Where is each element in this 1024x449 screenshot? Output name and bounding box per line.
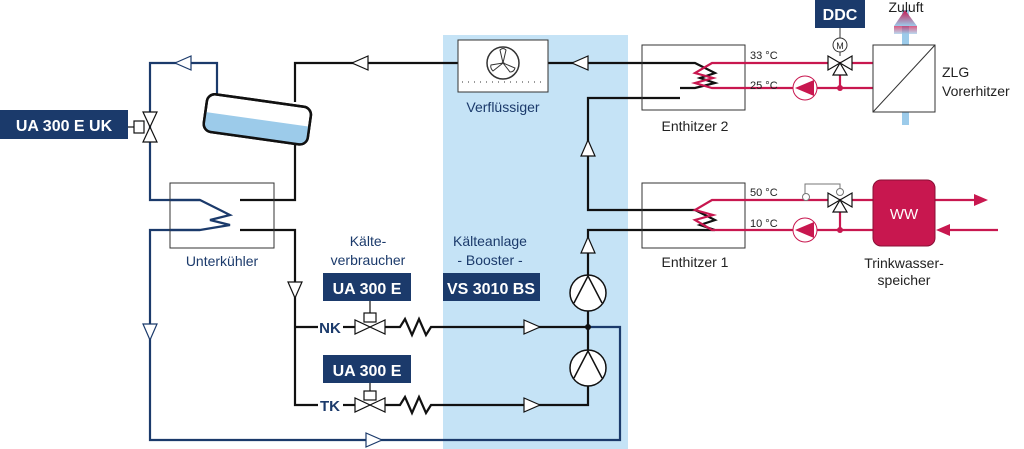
pump-icon [792,75,818,243]
ua-tk-box [323,355,411,383]
vs-label: VS 3010 BS [447,281,535,298]
preheater-diagonal [872,44,936,113]
water-lines [690,61,998,232]
ua-tk-label: UA 300 E [333,363,402,380]
outlet-arrow [974,194,988,206]
solenoid-valve-nk [354,301,386,335]
zlg-label-2: Vorerhitzer [942,83,1010,99]
receiver-tank [202,93,313,146]
consumer-label-1: Kälte- [350,233,387,249]
subcooler-navy-path [170,198,234,232]
temp-10: 10 °C [750,218,778,230]
ua-uk-label: UA 300 E UK [16,118,113,135]
ua-nk-box [323,273,411,301]
tank-label-2: speicher [878,272,931,288]
zlg-label-1: ZLG [942,64,969,80]
tk-label: TK [320,398,340,415]
vs-box [443,273,540,301]
air-flow-arrow [894,10,917,26]
plant-label-2: - Booster - [457,252,523,268]
air-arrow-base [894,26,917,34]
desuperheater-2-label: Enthitzer 2 [662,118,729,134]
desuperheater-1-box [641,182,746,249]
ddc-label: DDC [823,7,858,24]
three-way-valve-icon [827,54,853,213]
desuperheater-2-box [641,44,746,111]
junction-dot [837,227,843,233]
temp-25: 25 °C [750,80,778,92]
temp-33: 33 °C [750,50,778,62]
zuluft-label: Zuluft [888,0,923,15]
solenoid-valve-tk [354,383,386,413]
tank-label-1: Trinkwasser- [864,255,944,271]
ua-uk-label-box [0,110,128,139]
temp-50: 50 °C [750,187,778,199]
thermostat-icon [802,183,844,201]
plant-label-1: Kälteanlage [453,233,527,249]
ua-nk-label: UA 300 E [333,281,402,298]
junction-dot [837,85,843,91]
motor-label: M [836,41,844,51]
subcooler-label: Unterkühler [186,253,259,269]
ww-label: WW [890,206,919,223]
flow-arrows [142,55,596,448]
hot-water-tank [872,179,936,247]
condenser-label: Verflüssiger [466,99,539,115]
nk-label: NK [319,320,341,337]
condenser [457,39,549,93]
consumer-label-2: verbraucher [331,252,406,268]
desuperheater-1-label: Enthitzer 1 [662,254,729,270]
ddc-box [815,0,865,28]
expansion-valve-uk [128,111,158,143]
inlet-arrow [936,224,950,236]
compressor-icon [569,274,607,387]
junction-dot [585,324,591,330]
subcooler-box [169,182,275,249]
